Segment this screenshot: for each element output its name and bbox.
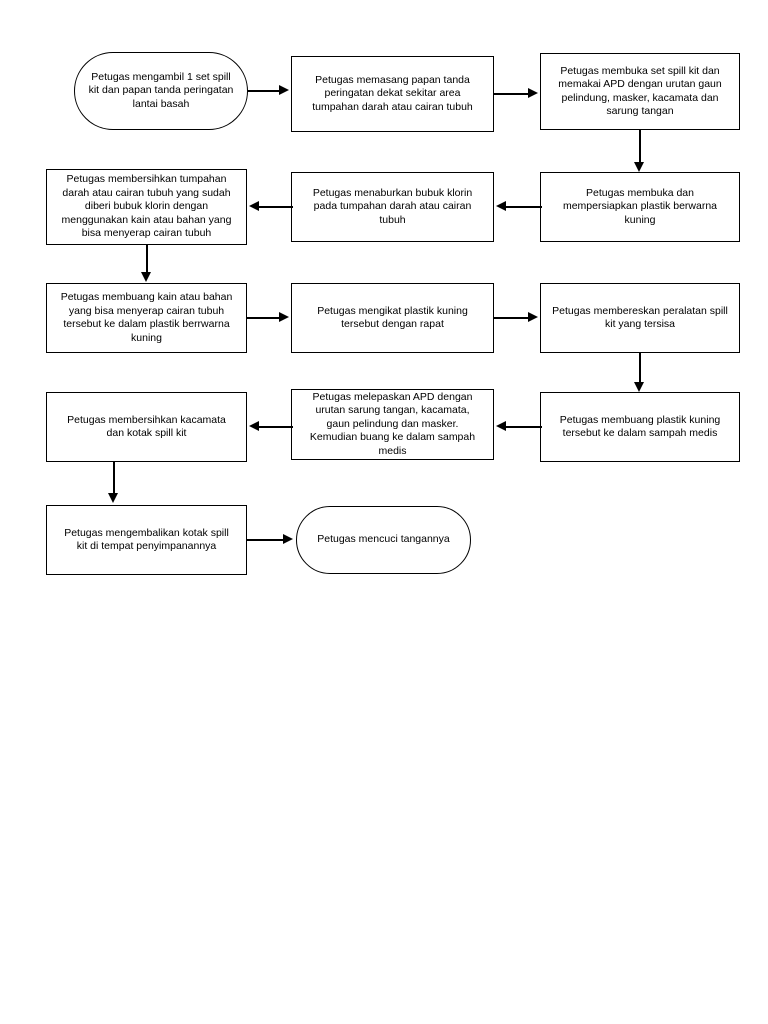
flow-node-return-spill-kit-box[interactable]: Petugas mengembalikan kotak spill kit di… — [46, 505, 247, 575]
flow-node-install-warning-sign[interactable]: Petugas memasang papan tanda peringatan … — [291, 56, 494, 132]
arrowhead-down-icon — [634, 162, 644, 172]
arrowhead-left-icon — [496, 421, 506, 431]
flow-node-label: Petugas mencuci tangannya — [317, 533, 450, 546]
flow-node-end-wash-hands[interactable]: Petugas mencuci tangannya — [296, 506, 471, 574]
arrowhead-right-icon — [528, 88, 538, 98]
flow-node-remove-ppe[interactable]: Petugas melepaskan APD dengan urutan sar… — [291, 389, 494, 460]
flow-node-label: Petugas membereskan peralatan spill kit … — [552, 304, 728, 331]
arrowhead-left-icon — [249, 201, 259, 211]
flow-node-tie-yellow-plastic[interactable]: Petugas mengikat plastik kuning tersebut… — [291, 283, 494, 353]
flow-node-discard-absorbent-cloth[interactable]: Petugas membuang kain atau bahan yang bi… — [46, 283, 247, 353]
connector-n11-n12 — [258, 426, 293, 428]
flow-node-label: Petugas mengikat plastik kuning tersebut… — [317, 304, 468, 331]
connector-n12-n13 — [113, 462, 115, 494]
connector-n6-n7 — [146, 245, 148, 273]
connector-n13-n14 — [247, 539, 285, 541]
flow-node-label: Petugas membuang kain atau bahan yang bi… — [60, 291, 233, 344]
flow-node-label: Petugas membersihkan kacamata dan kotak … — [67, 413, 226, 440]
flow-node-label: Petugas memasang papan tanda peringatan … — [312, 73, 473, 113]
flow-node-prepare-yellow-plastic[interactable]: Petugas membuka dan mempersiapkan plasti… — [540, 172, 740, 242]
flow-node-label: Petugas mengembalikan kotak spill kit di… — [64, 526, 229, 553]
connector-n9-n10 — [639, 353, 641, 383]
flow-node-clean-spill[interactable]: Petugas membersihkan tumpahan darah atau… — [46, 169, 247, 245]
flow-node-label: Petugas menaburkan bubuk klorin pada tum… — [312, 186, 473, 226]
connector-n10-n11 — [504, 426, 542, 428]
flow-node-open-kit-wear-ppe[interactable]: Petugas membuka set spill kit dan memaka… — [540, 53, 740, 130]
flow-node-label: Petugas membuka dan mempersiapkan plasti… — [562, 186, 718, 226]
connector-n2-n3 — [494, 93, 530, 95]
connector-n3-n4 — [639, 130, 641, 164]
arrowhead-right-icon — [279, 85, 289, 95]
flow-node-tidy-remaining-equipment[interactable]: Petugas membereskan peralatan spill kit … — [540, 283, 740, 353]
arrowhead-right-icon — [528, 312, 538, 322]
flow-node-clean-goggles-and-box[interactable]: Petugas membersihkan kacamata dan kotak … — [46, 392, 247, 462]
flow-node-label: Petugas membuka set spill kit dan memaka… — [558, 64, 722, 118]
arrowhead-down-icon — [108, 493, 118, 503]
flow-node-label: Petugas membersihkan tumpahan darah atau… — [61, 173, 232, 240]
arrowhead-right-icon — [279, 312, 289, 322]
connector-n4-n5 — [504, 206, 542, 208]
arrowhead-down-icon — [141, 272, 151, 282]
flow-node-start[interactable]: Petugas mengambil 1 set spill kit dan pa… — [74, 52, 248, 130]
connector-n1-n2 — [248, 90, 281, 92]
connector-n8-n9 — [494, 317, 530, 319]
arrowhead-left-icon — [249, 421, 259, 431]
flow-node-dispose-yellow-plastic[interactable]: Petugas membuang plastik kuning tersebut… — [540, 392, 740, 462]
arrowhead-left-icon — [496, 201, 506, 211]
arrowhead-right-icon — [283, 534, 293, 544]
arrowhead-down-icon — [634, 382, 644, 392]
flow-node-label: Petugas membuang plastik kuning tersebut… — [559, 413, 721, 440]
flow-node-label: Petugas mengambil 1 set spill kit dan pa… — [88, 70, 234, 110]
flow-node-sprinkle-chlorine[interactable]: Petugas menaburkan bubuk klorin pada tum… — [291, 172, 494, 242]
connector-n7-n8 — [247, 317, 281, 319]
connector-n5-n6 — [258, 206, 293, 208]
flow-node-label: Petugas melepaskan APD dengan urutan sar… — [309, 390, 476, 457]
